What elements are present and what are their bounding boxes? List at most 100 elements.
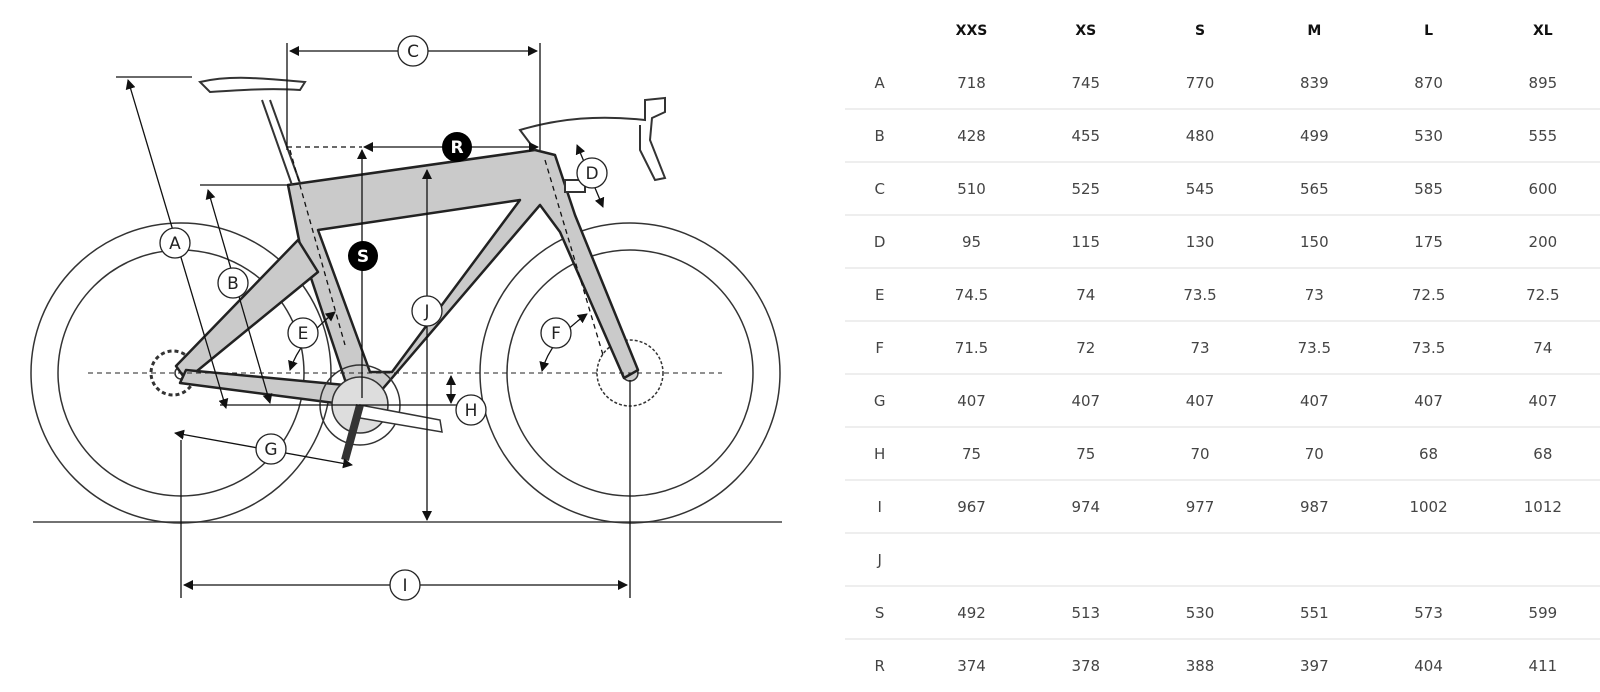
row-label: C: [874, 179, 885, 198]
cell-value: 407: [1528, 391, 1558, 410]
row-label: A: [874, 73, 885, 92]
cell-value: 530: [1185, 603, 1215, 622]
svg-text:F: F: [551, 324, 561, 344]
label-B: B: [217, 267, 249, 299]
svg-text:C: C: [407, 42, 419, 62]
cell-value: 115: [1071, 232, 1101, 251]
cell-value: 513: [1071, 603, 1101, 622]
label-D: D: [576, 157, 608, 189]
cell-value: 73: [1190, 338, 1210, 357]
svg-text:I: I: [402, 576, 407, 596]
cell-value: 499: [1299, 126, 1329, 145]
cell-value: 72.5: [1411, 285, 1446, 304]
cell-value: 75: [961, 444, 982, 463]
row-label: I: [877, 497, 882, 516]
header-blank: [845, 5, 914, 57]
cell-value: [1371, 533, 1485, 586]
svg-text:J: J: [423, 302, 429, 322]
cell-value: 770: [1185, 73, 1215, 92]
cell-value: 530: [1414, 126, 1443, 145]
label-A: A: [159, 227, 191, 259]
cell-value: 870: [1414, 73, 1443, 92]
cell-value: 839: [1299, 73, 1329, 92]
cell-value: 175: [1414, 232, 1443, 251]
cell-value: 555: [1528, 126, 1558, 145]
header-size: XL: [1532, 23, 1553, 39]
cell-value: 545: [1185, 179, 1215, 198]
bike-geometry-diagram: C R D A B S E J F H G I: [30, 35, 782, 601]
row-label: R: [874, 656, 885, 675]
row-label: E: [874, 285, 885, 304]
cell-value: 411: [1528, 656, 1558, 675]
cell-value: 551: [1299, 603, 1329, 622]
cell-value: 573: [1414, 603, 1443, 622]
svg-text:E: E: [298, 324, 309, 344]
label-E: E: [287, 317, 319, 349]
table-row: J: [845, 533, 1600, 586]
cell-value: 72.5: [1526, 285, 1560, 304]
svg-text:D: D: [585, 164, 598, 184]
cell-value: 75: [1076, 444, 1096, 463]
label-I: I: [389, 569, 421, 601]
row-label: J: [877, 550, 882, 569]
cell-value: 130: [1185, 232, 1215, 251]
row-label: B: [874, 126, 885, 145]
cell-value: 977: [1185, 497, 1215, 516]
cell-value: 397: [1299, 656, 1329, 675]
cell-value: 70: [1190, 444, 1210, 463]
cell-value: 525: [1071, 179, 1101, 198]
row-label: H: [874, 444, 886, 463]
cell-value: 1002: [1409, 497, 1448, 516]
cell-value: 967: [957, 497, 986, 516]
svg-text:R: R: [450, 138, 463, 158]
seatpost-saddle: [198, 76, 307, 186]
label-J: J: [411, 295, 443, 327]
cell-value: 407: [957, 391, 986, 410]
label-R: R: [442, 132, 472, 162]
cell-value: 95: [961, 232, 982, 251]
cell-value: 565: [1299, 179, 1329, 198]
cell-value: 73.5: [1183, 285, 1217, 304]
cell-value: 745: [1071, 73, 1101, 92]
svg-text:B: B: [227, 274, 239, 294]
cell-value: 407: [1414, 391, 1443, 410]
cell-value: 374: [957, 656, 986, 675]
cell-value: 480: [1185, 126, 1215, 145]
cell-value: 73.5: [1297, 338, 1331, 357]
svg-text:A: A: [169, 234, 181, 254]
cell-value: 74.5: [954, 285, 989, 304]
label-S: S: [348, 241, 378, 271]
svg-text:G: G: [264, 440, 277, 460]
cell-value: [914, 533, 1028, 586]
cell-value: 585: [1414, 179, 1443, 198]
cell-value: [1029, 533, 1143, 586]
cell-value: [1486, 533, 1600, 586]
cell-value: 71.5: [954, 338, 989, 357]
cell-value: 599: [1528, 603, 1558, 622]
cell-value: 150: [1299, 232, 1329, 251]
row-label: S: [874, 603, 885, 622]
cell-value: 74: [1533, 338, 1553, 357]
cell-value: 895: [1528, 73, 1558, 92]
row-label: F: [875, 338, 884, 357]
cell-value: 200: [1528, 232, 1558, 251]
cell-value: 428: [957, 126, 986, 145]
label-G: G: [255, 433, 287, 465]
cell-value: 987: [1299, 497, 1329, 516]
cell-value: 388: [1185, 656, 1215, 675]
svg-text:H: H: [465, 401, 478, 421]
table-header-row: XXS XS S M L XL: [845, 5, 1600, 57]
cell-value: 73.5: [1411, 338, 1446, 357]
cell-value: 407: [1185, 391, 1215, 410]
cell-value: 68: [1419, 444, 1439, 463]
cell-value: 1012: [1523, 497, 1562, 516]
header-size: XS: [1075, 23, 1097, 39]
